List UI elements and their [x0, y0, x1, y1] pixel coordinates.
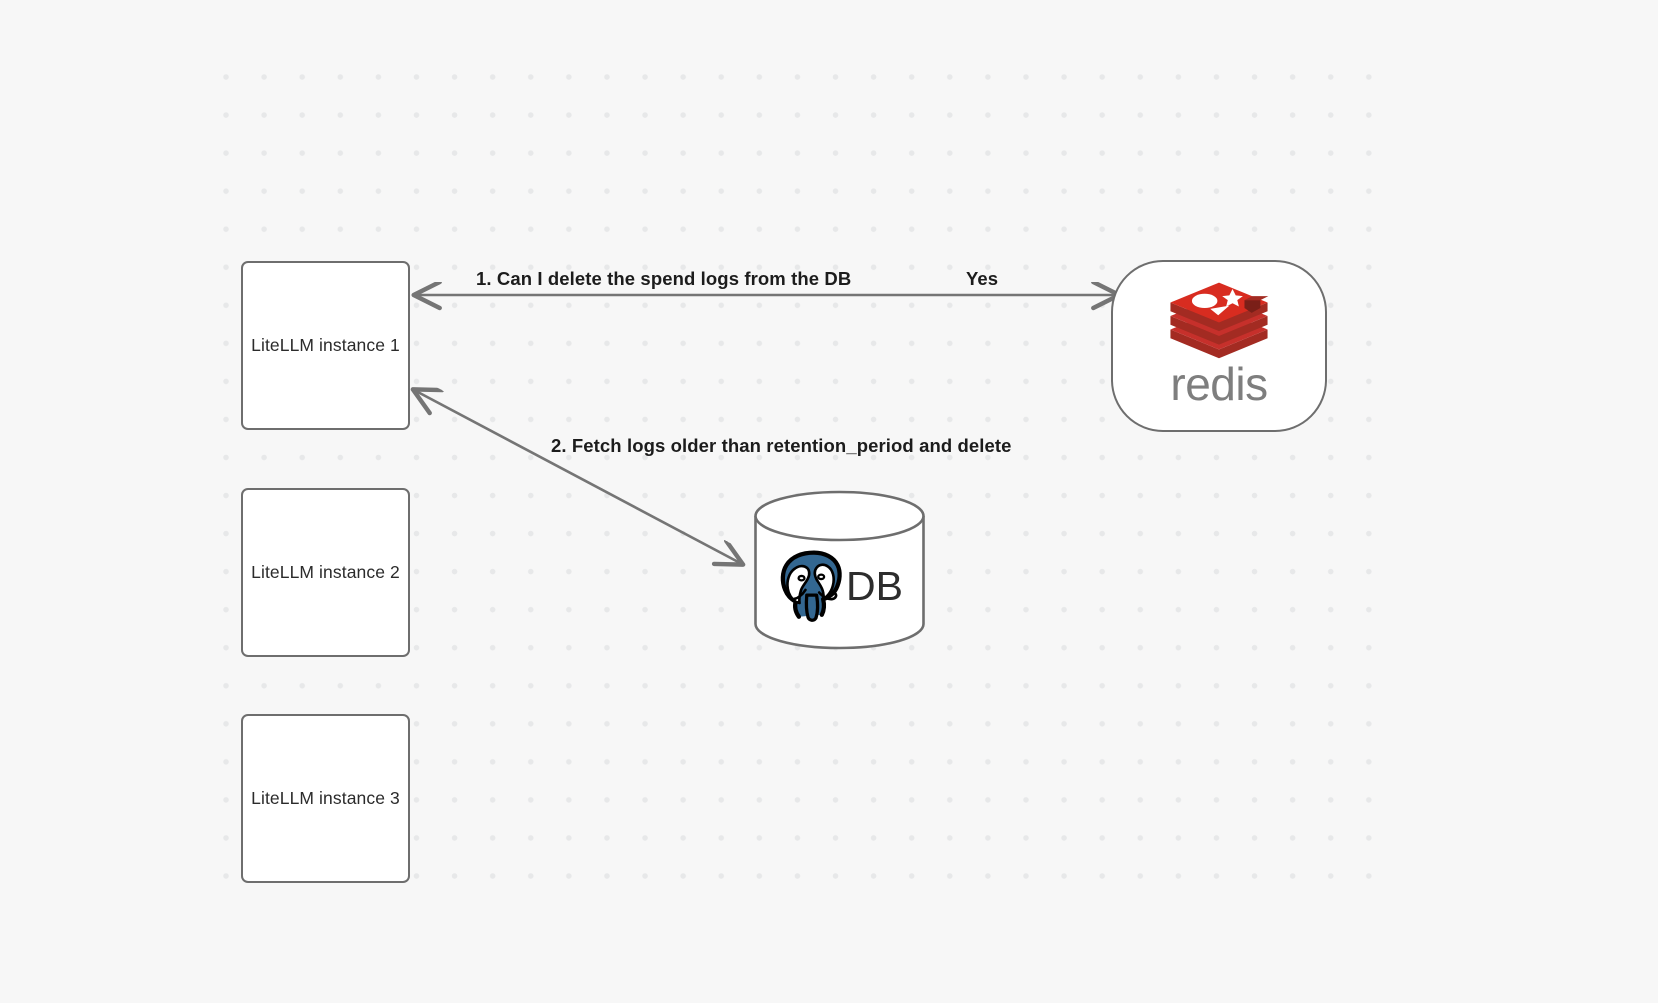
redis-cube-icon: [1170, 282, 1269, 359]
node-litellm-instance-1-label: LiteLLM instance 1: [251, 335, 400, 355]
node-litellm-instance-1[interactable]: LiteLLM instance 1: [241, 261, 410, 430]
node-litellm-instance-2[interactable]: LiteLLM instance 2: [241, 488, 410, 657]
node-litellm-instance-3[interactable]: LiteLLM instance 3: [241, 714, 410, 883]
postgresql-elephant-icon: [780, 550, 842, 622]
node-database[interactable]: DB: [753, 490, 926, 650]
node-litellm-instance-2-label: LiteLLM instance 2: [251, 562, 400, 582]
edge-label-delete-spend-logs: 1. Can I delete the spend logs from the …: [476, 268, 852, 289]
redis-logo: redis: [1167, 281, 1271, 407]
edge-label-fetch-and-delete: 2. Fetch logs older than retention_perio…: [551, 435, 1012, 456]
edge-litellm1-to-db: [414, 390, 742, 564]
edge-label-yes-answer: Yes: [966, 268, 999, 289]
node-litellm-instance-3-label: LiteLLM instance 3: [251, 788, 400, 808]
redis-wordmark: redis: [1170, 358, 1268, 410]
db-label: DB: [846, 562, 903, 609]
node-redis[interactable]: redis: [1111, 260, 1327, 432]
